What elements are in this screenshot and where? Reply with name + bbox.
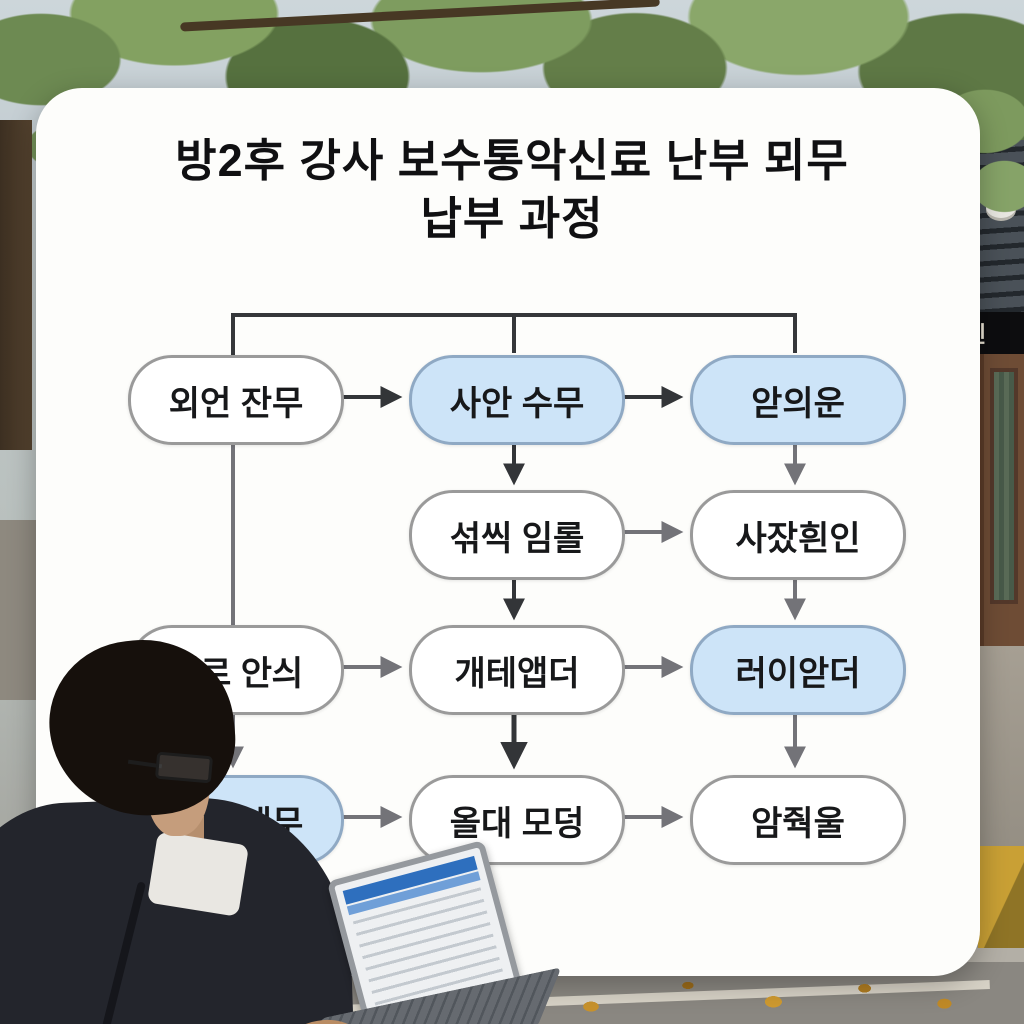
- flow-node-n2: 사안 수무: [409, 355, 625, 445]
- door-glass-pane: [990, 368, 1018, 604]
- flow-node-n7: 개테앱더: [409, 625, 625, 715]
- flow-node-n4: 섞씩 임롤: [409, 490, 625, 580]
- yellow-curb-marking: [978, 846, 1024, 954]
- flow-node-n8: 러이앋더: [690, 625, 906, 715]
- poster-title-line2: 납부 과정: [420, 192, 604, 244]
- flow-node-n1: 외언 잔무: [128, 355, 344, 445]
- building-wall-left: [0, 520, 36, 700]
- person-glasses: [154, 751, 214, 784]
- building-wall-right: [978, 646, 1024, 846]
- person-shirt-collar: [146, 831, 250, 917]
- flow-node-n5: 사잤흰인: [690, 490, 906, 580]
- laptop: [284, 839, 598, 1024]
- tree-trunk: [0, 120, 32, 450]
- flow-node-n11: 암줙울: [690, 775, 906, 865]
- flow-node-n3: 앋의운: [690, 355, 906, 445]
- wooden-door: [978, 354, 1024, 646]
- poster-title-line1: 방2후 강사 보수통악신료 난부 뫼무: [175, 135, 849, 186]
- poster-title: 방2후 강사 보수통악신료 난부 뫼무 납부 과정: [60, 132, 964, 247]
